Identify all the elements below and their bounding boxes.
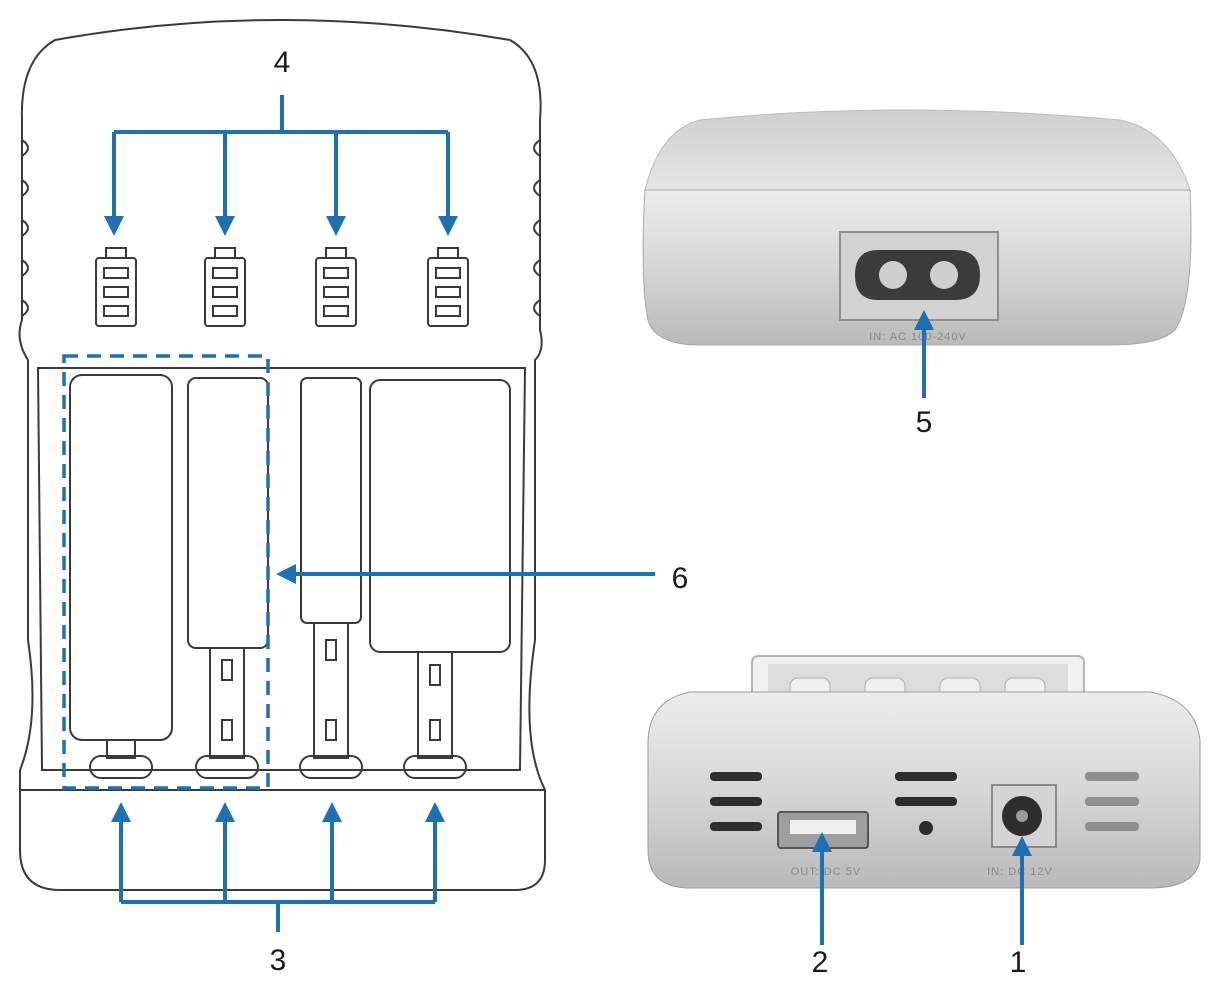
callout-3-arrows <box>111 802 445 932</box>
led-indicator-4 <box>427 247 469 327</box>
slot-highlight-box <box>62 354 270 790</box>
callout-3-label: 3 <box>270 944 287 977</box>
charger-outline <box>18 19 546 891</box>
vent-left <box>710 772 762 831</box>
vent-center <box>895 772 957 835</box>
callout-6-label: 6 <box>672 562 689 595</box>
vent-right <box>1085 772 1139 831</box>
callout-5-label: 5 <box>916 406 933 439</box>
grip-right <box>533 139 541 317</box>
charger-port-side-view: OUT: DC 5V IN: DC 12V <box>647 655 1201 889</box>
port-side-body <box>647 691 1201 889</box>
dc-input-label: IN: DC 12V <box>987 866 1053 878</box>
battery-slot-3 <box>299 377 363 779</box>
ac-socket-icon <box>855 250 980 300</box>
charger-top-view <box>18 19 546 891</box>
led-indicator-2 <box>204 247 246 327</box>
battery-slot-1 <box>69 374 173 779</box>
grip-left <box>21 139 29 317</box>
battery-slot-2 <box>187 377 269 779</box>
battery-slot-4 <box>369 379 511 779</box>
charger-ac-side-view: IN: AC 100-240V <box>642 109 1192 346</box>
device-top-surface <box>644 109 1191 191</box>
led-indicator-3 <box>315 247 357 327</box>
led-indicator-1 <box>95 247 137 327</box>
callout-4-label: 4 <box>274 46 291 79</box>
battery-well <box>36 367 527 771</box>
callout-2-label: 2 <box>812 946 829 979</box>
callout-1-label: 1 <box>1010 946 1027 979</box>
callout-4-arrows <box>104 95 458 236</box>
usb-output-label: OUT: DC 5V <box>791 866 862 878</box>
ac-input-label: IN: AC 100-240V <box>869 331 967 343</box>
